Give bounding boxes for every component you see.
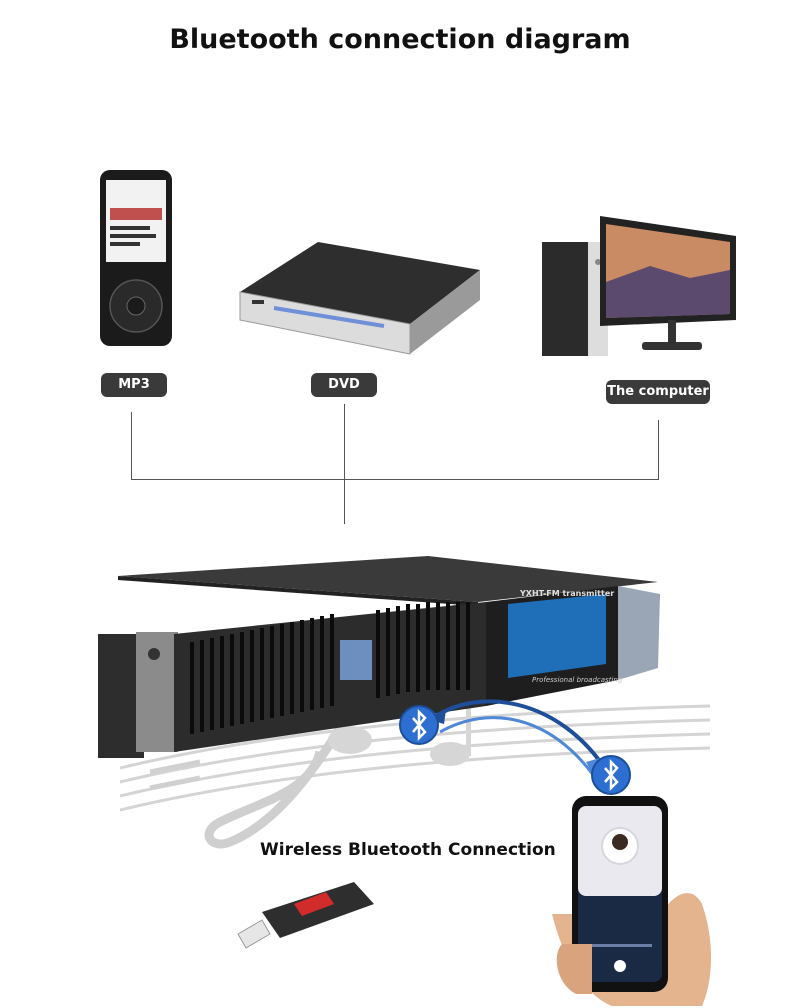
source-label-dvd: DVD xyxy=(311,373,377,397)
dvd-player-icon xyxy=(239,242,480,355)
bluetooth-icon xyxy=(399,705,439,745)
fm-transmitter-icon xyxy=(98,556,660,758)
transmitter-subtitle: Professional broadcasting xyxy=(532,676,623,684)
smartphone-icon xyxy=(552,796,712,1006)
bluetooth-icon-phone xyxy=(591,755,631,795)
desktop-computer-icon xyxy=(542,216,736,356)
transmitter-model-label: YXHT-FM transmitter xyxy=(520,589,615,598)
diagram-title: Bluetooth connection diagram xyxy=(169,24,631,55)
connector-line-dvd xyxy=(344,404,345,524)
source-label-computer: The computer xyxy=(606,380,710,404)
wireless-caption: Wireless Bluetooth Connection xyxy=(260,840,556,860)
mp3-player-icon xyxy=(100,170,172,346)
usb-bluetooth-dongle-icon xyxy=(237,882,374,949)
connector-line-mp3 xyxy=(131,412,132,480)
connector-line-computer xyxy=(658,420,659,480)
connector-line-horizontal xyxy=(131,479,659,480)
source-label-mp3: MP3 xyxy=(101,373,167,397)
music-notes-icon xyxy=(120,692,710,849)
